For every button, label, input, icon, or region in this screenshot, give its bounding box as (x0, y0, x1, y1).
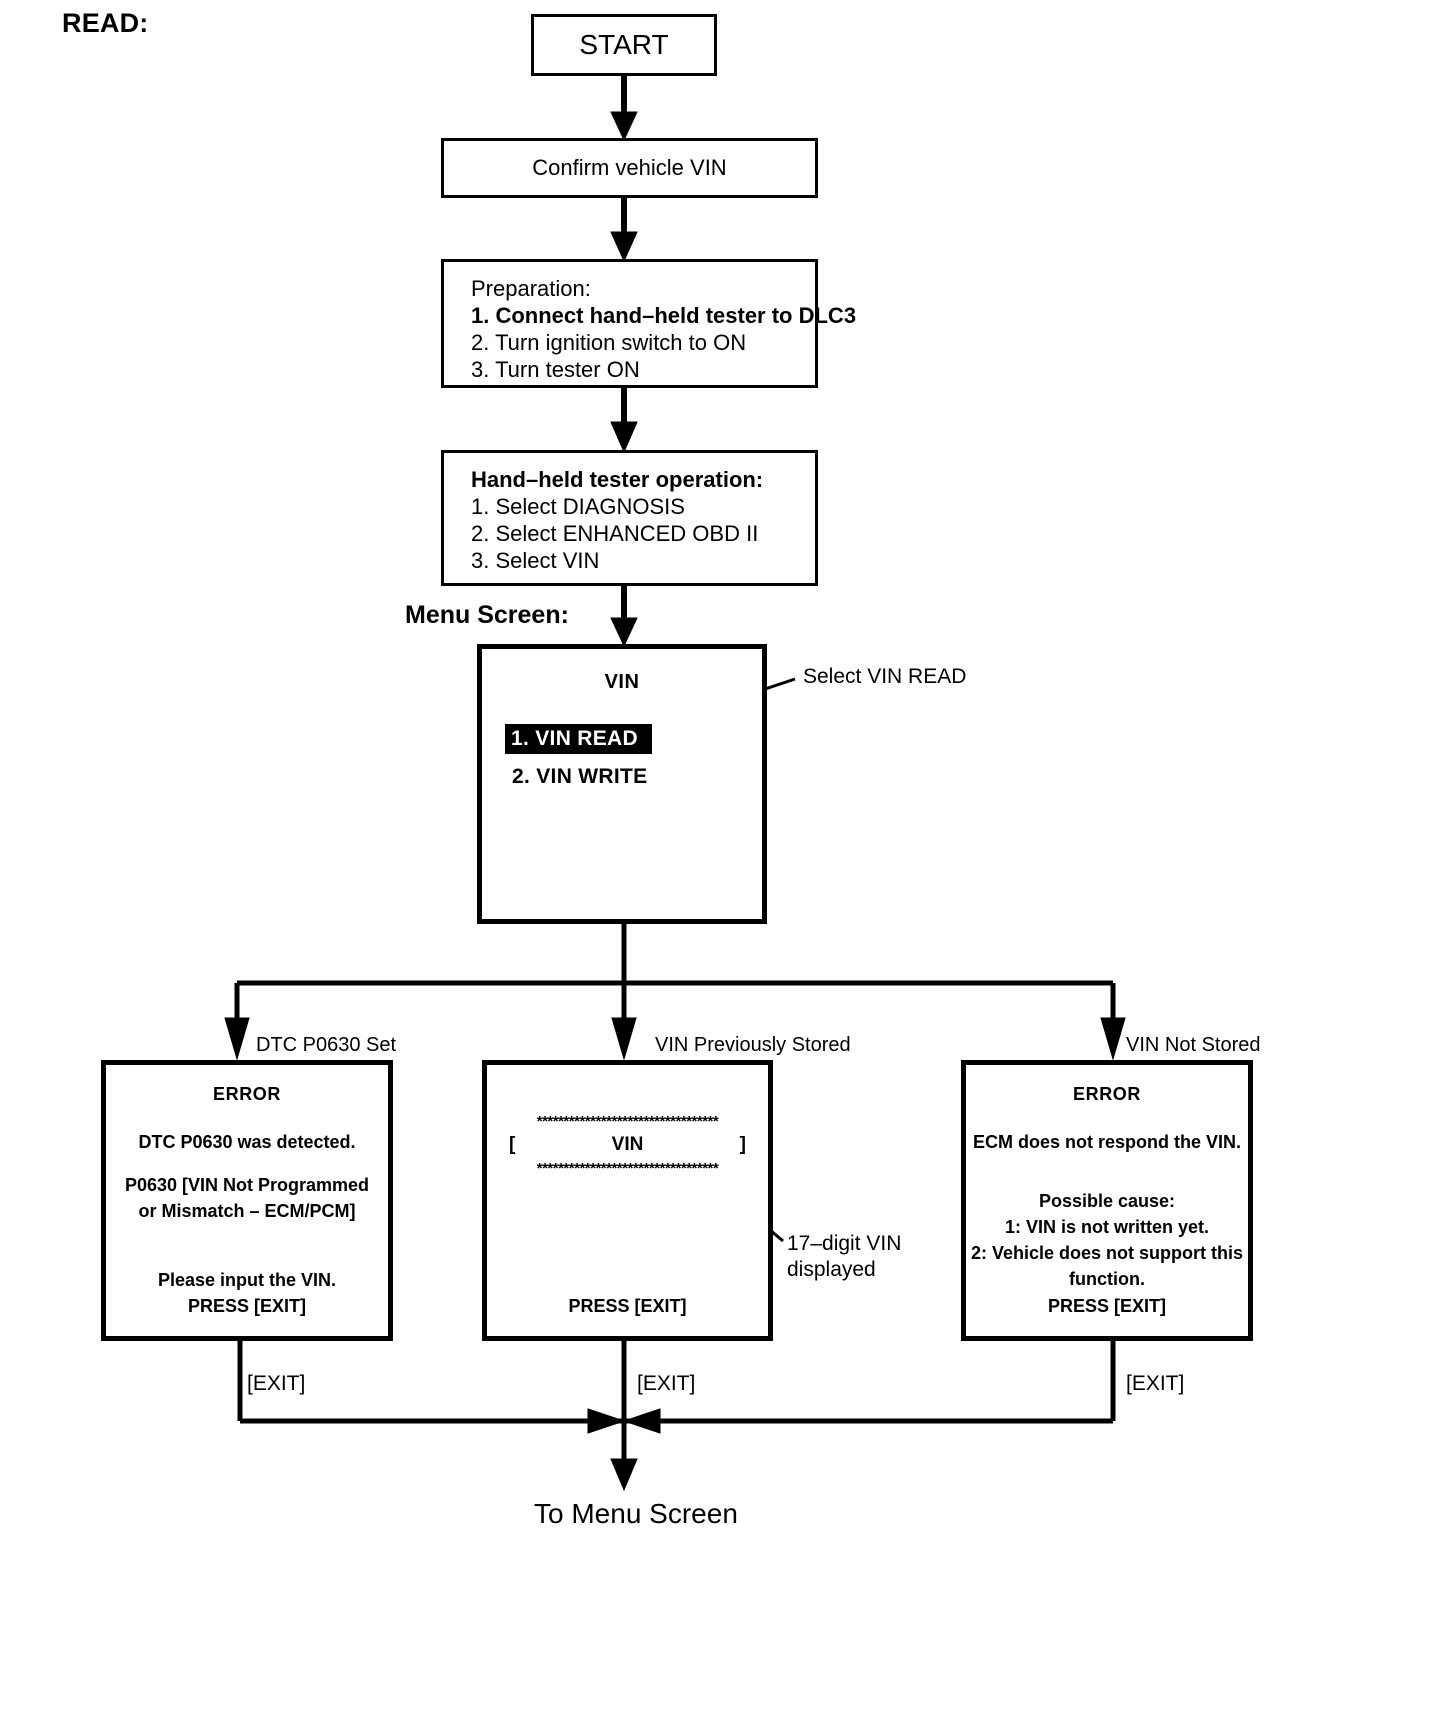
error-dtc-line-2: P0630 [VIN Not Programmed (124, 1175, 370, 1195)
tester-operation-step-3: 3. Select VIN (471, 548, 600, 573)
menu-screen-display: VIN 1. VIN READ 2. VIN WRITE (477, 644, 767, 924)
callout-17-digit-vin: 17–digit VIN displayed (787, 1231, 901, 1283)
vin-stars-bottom: ********************************** (536, 1160, 719, 1177)
error-no-vin-press-exit: PRESS [EXIT] (1047, 1296, 1167, 1316)
menu-title: VIN (604, 671, 640, 693)
menu-screen-heading: Menu Screen: (405, 601, 569, 629)
error-dtc-press-exit: PRESS [EXIT] (187, 1296, 307, 1316)
vin-bracket-close: ] (739, 1134, 746, 1155)
screen-error-no-vin: ERROR ECM does not respond the VIN. Poss… (961, 1060, 1253, 1341)
preparation-step-3: 3. Turn tester ON (471, 357, 640, 382)
to-menu-screen-label: To Menu Screen (534, 1498, 738, 1529)
preparation-step-1: 1. Connect hand–held tester to DLC3 (471, 303, 857, 328)
vin-stars-top: ********************************** (536, 1113, 719, 1130)
callout-17-digit-vin-line-2: displayed (787, 1258, 876, 1281)
vin-value-label: VIN (611, 1134, 644, 1155)
error-no-vin-line-5: function. (1069, 1269, 1145, 1289)
error-no-vin-line-1: ECM does not respond the VIN. (972, 1132, 1241, 1152)
confirm-vin-label: Confirm vehicle VIN (532, 155, 727, 180)
screen-vin-stored: ********************************** [ VIN… (482, 1060, 773, 1341)
error-no-vin-line-3: 1: VIN is not written yet. (1004, 1217, 1210, 1237)
callout-select-vin-read: Select VIN READ (803, 665, 967, 688)
branch-label-dtc-set: DTC P0630 Set (256, 1034, 397, 1056)
menu-item-vin-write[interactable]: 2. VIN WRITE (512, 765, 648, 788)
branch-label-vin-previously-stored: VIN Previously Stored (655, 1034, 851, 1056)
vin-value-row: [ VIN ] (487, 1134, 768, 1156)
error-dtc-line-3: or Mismatch – ECM/PCM] (138, 1201, 356, 1221)
error-dtc-title: ERROR (212, 1084, 281, 1104)
tester-operation-step-1: 1. Select DIAGNOSIS (471, 494, 685, 519)
confirm-vin-node: Confirm vehicle VIN (441, 138, 818, 198)
branch-label-vin-not-stored: VIN Not Stored (1126, 1034, 1261, 1056)
exit-label-left: [EXIT] (247, 1372, 306, 1395)
error-dtc-line-1: DTC P0630 was detected. (138, 1132, 356, 1152)
error-no-vin-line-4: 2: Vehicle does not support this (970, 1243, 1244, 1263)
exit-label-middle: [EXIT] (637, 1372, 696, 1395)
error-dtc-line-4: Please input the VIN. (157, 1270, 337, 1290)
preparation-node: Preparation: 1. Connect hand–held tester… (441, 259, 857, 388)
callout-17-digit-vin-line-1: 17–digit VIN (787, 1232, 902, 1255)
tester-operation-heading: Hand–held tester operation: (471, 467, 764, 492)
page-title: READ: (62, 8, 149, 38)
start-label: START (579, 29, 669, 60)
start-node: START (531, 14, 717, 76)
error-no-vin-title: ERROR (1072, 1084, 1141, 1104)
error-no-vin-line-2: Possible cause: (1038, 1191, 1176, 1211)
tester-operation-step-2: 2. Select ENHANCED OBD II (471, 521, 759, 546)
vin-stored-press-exit: PRESS [EXIT] (568, 1296, 687, 1316)
menu-item-vin-read[interactable]: 1. VIN READ (505, 724, 652, 754)
screen-error-dtc: ERROR DTC P0630 was detected. P0630 [VIN… (101, 1060, 393, 1341)
preparation-heading: Preparation: (471, 276, 591, 301)
vin-bracket-open: [ (509, 1134, 516, 1155)
tester-operation-node: Hand–held tester operation: 1. Select DI… (441, 450, 818, 586)
preparation-step-2: 2. Turn ignition switch to ON (471, 330, 747, 355)
exit-label-right: [EXIT] (1126, 1372, 1185, 1395)
